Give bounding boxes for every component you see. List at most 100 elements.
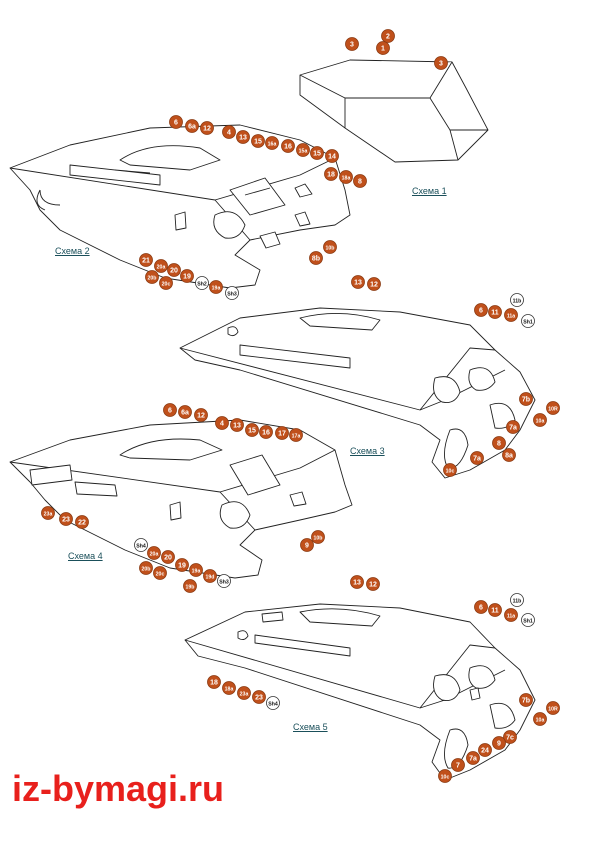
part-badge-circle xyxy=(200,121,214,135)
part-badge: 6 xyxy=(474,600,488,614)
part-badge-circle xyxy=(289,428,303,442)
part-badge-label: 8 xyxy=(358,179,362,186)
part-badge-label: 20a xyxy=(157,265,166,271)
part-badge: 14 xyxy=(325,149,339,163)
part-badge: 11b xyxy=(510,593,524,607)
part-badge: 8 xyxy=(353,174,367,188)
part-badge: 2 xyxy=(381,29,395,43)
part-badge-circle xyxy=(180,269,194,283)
part-badge-circle xyxy=(533,413,547,427)
part-badge: 7b xyxy=(519,693,533,707)
part-badge-circle xyxy=(519,392,533,406)
part-badge-label: 22 xyxy=(78,520,86,527)
part-badge-label: 6a xyxy=(181,410,189,417)
part-badge: Sh4 xyxy=(266,696,280,710)
part-badge-circle xyxy=(237,686,251,700)
part-badge-circle xyxy=(189,563,203,577)
part-badge-circle xyxy=(195,276,209,290)
part-badge-label: 13 xyxy=(353,580,361,587)
part-badge: 19d xyxy=(203,569,217,583)
part-badge-circle xyxy=(434,56,448,70)
hull-2-port xyxy=(213,211,246,239)
part-badge: 18 xyxy=(207,675,221,689)
part-badge-label: 19d xyxy=(206,575,215,581)
hull-2-turret-ring xyxy=(119,145,221,171)
part-badge-label: 15a xyxy=(299,149,308,155)
part-badge-circle xyxy=(59,512,73,526)
part-badge-label: 12 xyxy=(370,282,378,289)
part-badge-circle xyxy=(351,275,365,289)
part-badge-label: 13 xyxy=(233,423,241,430)
part-badge: 16 xyxy=(259,425,273,439)
part-badge: 10c xyxy=(438,769,452,783)
box-inner-edge xyxy=(299,61,453,99)
part-badge: 7a xyxy=(470,451,484,465)
part-badge: 7c xyxy=(503,730,517,744)
part-badge-circle xyxy=(266,696,280,710)
part-badge: 22 xyxy=(75,515,89,529)
part-badge-label: 19 xyxy=(183,274,191,281)
part-badge-label: 6 xyxy=(174,120,178,127)
part-badge: 6 xyxy=(169,115,183,129)
part-badge: 11 xyxy=(488,603,502,617)
part-badge-circle xyxy=(215,416,229,430)
hull-3-hatch xyxy=(239,344,351,369)
part-badge: 7a xyxy=(466,751,480,765)
part-badge-label: 7c xyxy=(506,735,514,742)
part-badge: 13 xyxy=(236,130,250,144)
part-badge-label: 20 xyxy=(164,555,172,562)
part-badge-circle xyxy=(222,681,236,695)
part-badge-circle xyxy=(75,515,89,529)
part-badge-circle xyxy=(225,286,239,300)
part-badge: 4 xyxy=(215,416,229,430)
part-badge: 7a xyxy=(506,420,520,434)
part-badge-circle xyxy=(310,146,324,160)
part-badge-circle xyxy=(245,423,259,437)
part-badge-circle xyxy=(175,558,189,572)
part-badge: 20 xyxy=(167,263,181,277)
part-badge-label: 19b xyxy=(186,585,195,591)
part-badge-label: 20b xyxy=(148,276,157,282)
part-badge-circle xyxy=(492,736,506,750)
part-badge-circle xyxy=(502,448,516,462)
part-badge: 8b xyxy=(309,251,323,265)
part-badge-circle xyxy=(134,538,148,552)
part-badge-circle xyxy=(139,253,153,267)
part-badge-circle xyxy=(521,613,535,627)
part-badge-label: Sh3 xyxy=(219,580,229,586)
part-badge-circle xyxy=(492,436,506,450)
caption-scheme-1: Схема 1 xyxy=(412,186,447,196)
part-badge-label: 10c xyxy=(441,775,450,781)
part-badge-label: 20a xyxy=(150,552,159,558)
part-badge: 20a xyxy=(147,546,161,560)
part-badge-label: 7b xyxy=(522,397,530,404)
part-badge-circle xyxy=(139,561,153,575)
part-badge-circle xyxy=(153,566,167,580)
part-badge-circle xyxy=(488,305,502,319)
part-badge: 10b xyxy=(311,530,325,544)
part-badge-circle xyxy=(367,277,381,291)
part-badge-circle xyxy=(339,170,353,184)
part-badge-label: 16 xyxy=(284,144,292,151)
part-badge-label: 10b xyxy=(314,536,323,542)
part-badge-label: 4 xyxy=(227,130,231,137)
part-badge: 11a xyxy=(504,608,518,622)
part-badge-circle xyxy=(154,259,168,273)
part-badge: Sh4 xyxy=(134,538,148,552)
hull-5-hatch xyxy=(254,634,351,657)
part-badge-circle xyxy=(311,530,325,544)
part-badge-label: 3 xyxy=(439,61,443,68)
hull-2-hatch xyxy=(69,164,161,186)
part-badge-label: 23a xyxy=(240,692,249,698)
part-badge: 19 xyxy=(180,269,194,283)
part-badge: 10c xyxy=(443,463,457,477)
hull-2-post xyxy=(174,211,187,231)
part-badge-label: 18 xyxy=(327,172,335,179)
part-badge-label: 12 xyxy=(203,126,211,133)
part-badge-label: 9 xyxy=(497,741,501,748)
part-badge-circle xyxy=(470,451,484,465)
part-badge-circle xyxy=(178,405,192,419)
hull-4-port xyxy=(219,501,251,529)
part-badge-label: 17a xyxy=(292,434,301,440)
part-badge: 20 xyxy=(161,550,175,564)
